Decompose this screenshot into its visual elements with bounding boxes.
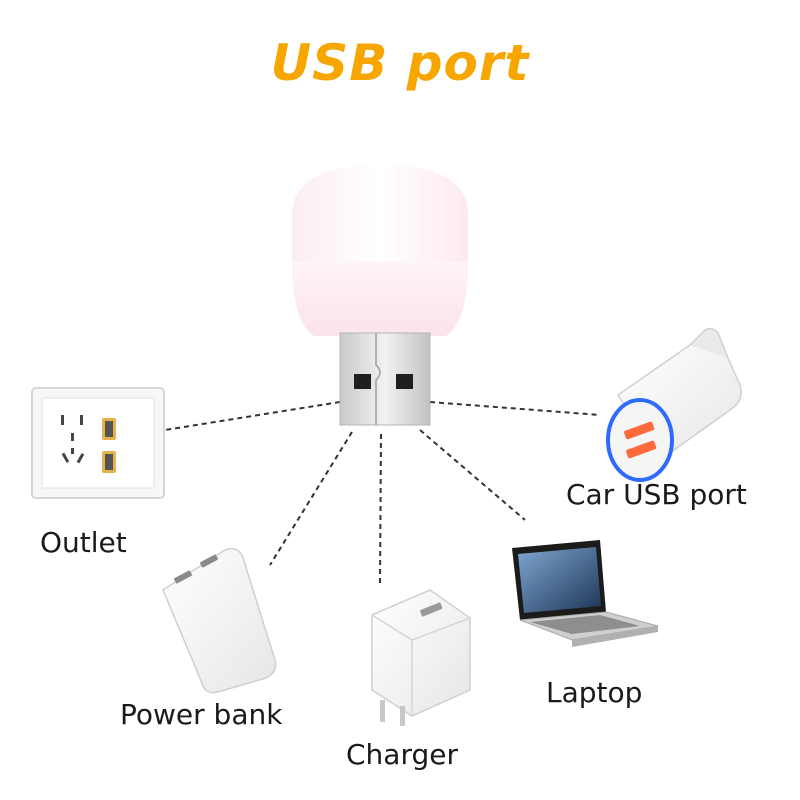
car-charger bbox=[606, 327, 742, 482]
page-title: USB port bbox=[270, 34, 530, 92]
line-to-laptop bbox=[419, 429, 526, 521]
wall-charger bbox=[371, 589, 471, 726]
label-charger: Charger bbox=[346, 738, 458, 771]
power-bank bbox=[162, 547, 277, 694]
line-to-car bbox=[429, 401, 601, 416]
label-power-bank: Power bank bbox=[120, 698, 283, 731]
line-to-charger bbox=[379, 433, 382, 586]
label-laptop: Laptop bbox=[546, 676, 643, 709]
line-to-power-bank bbox=[269, 431, 353, 566]
label-outlet: Outlet bbox=[40, 526, 127, 559]
label-car-usb-port: Car USB port bbox=[566, 478, 747, 511]
wall-outlet bbox=[31, 387, 165, 499]
line-to-outlet bbox=[164, 401, 341, 431]
connector-lines bbox=[164, 401, 601, 586]
usb-bulb bbox=[292, 165, 468, 426]
laptop bbox=[512, 540, 659, 647]
